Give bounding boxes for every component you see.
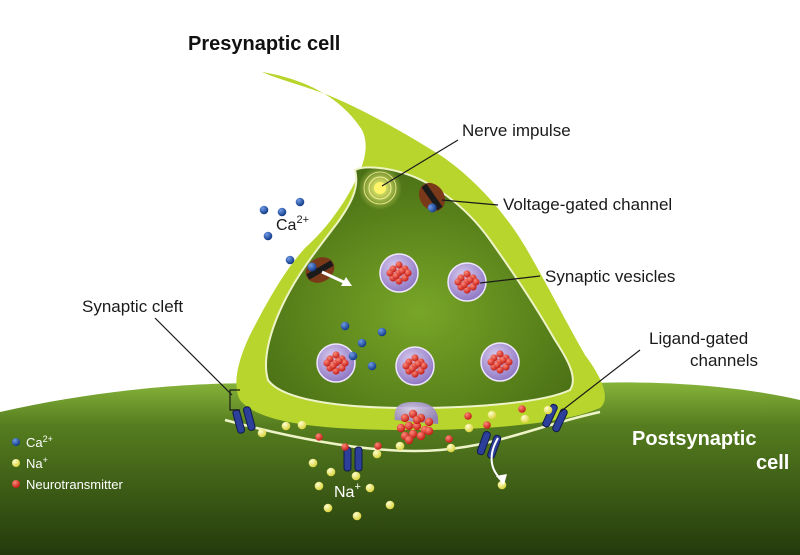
calcium-ion (307, 262, 317, 272)
sodium-influx-arrowhead (496, 474, 507, 485)
calcium-influx-arrowhead (341, 277, 352, 286)
sodium-ion (323, 503, 333, 513)
sodium-ion (326, 467, 336, 477)
calcium-ion (263, 231, 273, 241)
sodium-ion (308, 458, 318, 468)
neurotransmitter-molecule (341, 443, 349, 451)
neurotransmitter-release (396, 409, 434, 445)
sodium-ion (520, 414, 530, 424)
voltage-gated-channel-icon (418, 182, 446, 213)
ligand-gated-label-2: channels (690, 351, 758, 370)
calcium-label: Ca2+ (276, 214, 309, 234)
ligand-gated-leader (559, 349, 641, 413)
postsynaptic-title-2: cell (756, 452, 789, 474)
sodium-ion (314, 481, 324, 491)
calcium-ion (357, 338, 367, 348)
sodium-ion (385, 500, 395, 510)
vesicle-icon (447, 262, 487, 302)
vesicle-icon (395, 346, 435, 386)
vesicle-icon (480, 342, 520, 382)
calcium-ion (259, 205, 269, 215)
legend-calcium-swatch (12, 438, 20, 446)
calcium-ion (295, 197, 305, 207)
legend-sodium-label: Na+ (26, 455, 48, 471)
voltage-gated-label: Voltage-gated channel (503, 195, 672, 214)
sodium-ion (351, 471, 361, 481)
vesicle-icon (316, 343, 356, 383)
sodium-ion (372, 449, 382, 459)
sodium-ion (297, 420, 307, 430)
sodium-ion (543, 405, 553, 415)
sodium-ion (257, 428, 267, 438)
neurotransmitter-molecule (518, 405, 526, 413)
legend-neurotransmitter-label: Neurotransmitter (26, 477, 123, 492)
presynaptic-title: Presynaptic cell (188, 33, 340, 55)
synaptic-vesicles-leader (479, 275, 541, 284)
calcium-ion (367, 361, 377, 371)
postsynaptic-cell (0, 382, 800, 555)
legend: Ca2+ Na+ Neurotransmitter (12, 434, 123, 492)
nerve-impulse-leader (381, 139, 459, 187)
voltage-gated-leader (441, 199, 499, 206)
synaptic-vesicles-label: Synaptic vesicles (545, 267, 675, 286)
synaptic-cleft-label: Synaptic cleft (82, 297, 183, 316)
sodium-label: Na+ (334, 481, 361, 501)
nerve-impulse-label: Nerve impulse (462, 121, 571, 140)
sodium-ion (352, 511, 362, 521)
sodium-ion (365, 483, 375, 493)
neurotransmitter-molecule (483, 421, 491, 429)
calcium-ion (340, 321, 350, 331)
sodium-ion (281, 421, 291, 431)
ligand-gated-label-1: Ligand-gated (649, 329, 748, 348)
neurotransmitter-molecule (464, 412, 472, 420)
calcium-ion (285, 255, 295, 265)
legend-calcium-label: Ca2+ (26, 434, 53, 450)
sodium-ion (446, 443, 456, 453)
sodium-ion (487, 410, 497, 420)
calcium-ion (277, 207, 287, 217)
nerve-impulse-icon (358, 166, 402, 210)
sodium-ion (395, 441, 405, 451)
synaptic-cleft-bracket (229, 389, 240, 411)
ligand-gated-channel-icon (476, 430, 502, 460)
ligand-gated-channel-icon (343, 446, 363, 472)
neurotransmitter-molecule (374, 442, 382, 450)
neurotransmitter-molecule (445, 435, 453, 443)
ligand-gated-channel-icon (542, 403, 568, 433)
legend-sodium-swatch (12, 459, 20, 467)
vesicle-icon (379, 253, 419, 293)
ligand-gated-channel-icon (232, 406, 256, 434)
calcium-ion (377, 327, 387, 337)
neurotransmitter-molecule (315, 433, 323, 441)
postsynaptic-title-1: Postsynaptic (632, 428, 756, 450)
synaptic-cleft-leader (154, 317, 233, 396)
calcium-ion (348, 351, 358, 361)
legend-neurotransmitter-swatch (12, 480, 20, 488)
sodium-ion (464, 423, 474, 433)
